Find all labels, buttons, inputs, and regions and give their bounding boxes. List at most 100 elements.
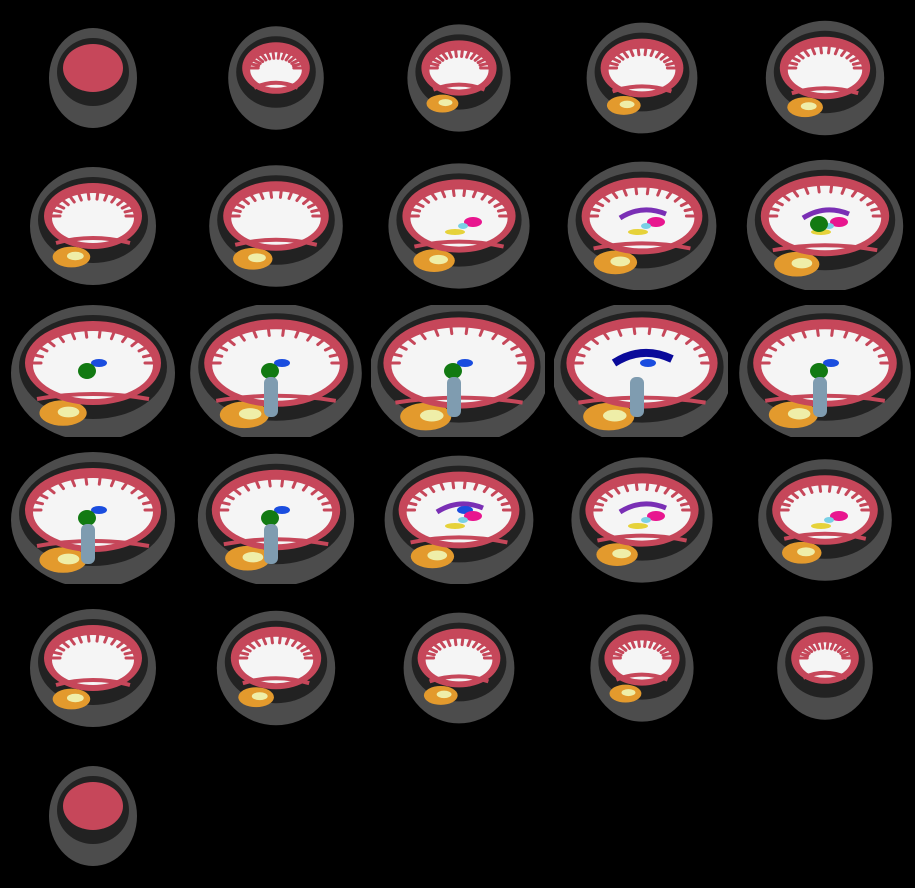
sulcus (424, 480, 436, 494)
sulcus (815, 321, 820, 337)
temporal-sulcus (428, 674, 490, 684)
sulcus (123, 649, 140, 656)
sulcus (620, 182, 628, 197)
temporal-sulcus (413, 239, 505, 249)
sulcus (859, 190, 873, 202)
cerebellum-white-matter (797, 547, 815, 557)
sulcus (213, 343, 229, 352)
cerebellum-white-matter (791, 258, 813, 269)
thalamus (444, 363, 462, 379)
slice-image (11, 305, 175, 437)
sulcus (603, 60, 619, 67)
temporal-sulcus (791, 86, 859, 96)
sulcus (302, 649, 319, 656)
cerebellum-white-matter (621, 689, 636, 697)
temporal-sulcus (432, 82, 486, 92)
sulcus (833, 41, 842, 56)
temporal-sulcus (615, 672, 669, 682)
mri-slice (554, 10, 728, 142)
sulcus (606, 650, 623, 657)
sulcus (851, 488, 864, 500)
sulcus (416, 327, 427, 341)
sulcus (654, 45, 666, 59)
sulcus (570, 351, 586, 358)
sulcus (865, 335, 878, 347)
sulcus (33, 343, 49, 353)
sulcus (769, 197, 784, 207)
brainstem (264, 377, 278, 417)
sulcus (269, 629, 274, 645)
lateral-ventricle (823, 359, 839, 367)
mri-slice (188, 10, 362, 142)
thalamus (810, 363, 828, 379)
putamen (464, 217, 482, 227)
sulcus (462, 474, 468, 490)
sulcus (300, 643, 315, 653)
sulcus (866, 197, 881, 207)
sulcus (237, 194, 250, 206)
sulcus (808, 41, 817, 56)
sulcus (476, 639, 490, 651)
temporal-sulcus (55, 236, 131, 245)
cerebellum-white-matter (619, 100, 635, 109)
sulcus (103, 187, 111, 202)
sulcus (323, 343, 339, 352)
sulcus (855, 328, 866, 342)
sulcus (659, 49, 673, 61)
sulcus (284, 631, 293, 646)
sulcus (614, 640, 628, 652)
sulcus (110, 190, 121, 204)
sulcus (317, 491, 332, 501)
sulcus (307, 200, 322, 209)
sulcus (121, 477, 132, 491)
sulcus (502, 333, 515, 345)
sulcus (659, 645, 675, 655)
sulcus (414, 485, 428, 497)
cerebellum-white-matter (787, 408, 811, 420)
sulcus (242, 638, 256, 650)
sulcus (859, 501, 875, 508)
sulcus (50, 643, 66, 652)
sulcus (65, 632, 76, 646)
brainstem (447, 377, 461, 417)
temporal-sulcus (253, 80, 299, 90)
mri-slice (554, 305, 728, 437)
sulcus (795, 483, 806, 497)
brainstem (630, 377, 644, 417)
white-matter (425, 638, 493, 682)
lateral-ventricle (457, 359, 473, 367)
putamen (830, 217, 848, 227)
sulcus (851, 59, 868, 66)
sulcus (685, 333, 698, 345)
sulcus (645, 180, 651, 196)
sulcus (829, 178, 834, 194)
caudate (801, 207, 850, 221)
cerebellum-white-matter (57, 406, 80, 418)
sulcus (698, 351, 714, 358)
slice-image (758, 459, 892, 581)
caudate (618, 207, 667, 221)
temporal-sulcus (593, 241, 691, 251)
sulcus (130, 336, 144, 348)
sulcus (479, 644, 495, 654)
sulcus (452, 631, 458, 647)
slice-image (746, 159, 904, 290)
sulcus (793, 651, 810, 658)
sulcus (247, 56, 262, 65)
mri-slice (371, 305, 545, 437)
sulcus (656, 182, 664, 197)
sulcus (116, 637, 129, 649)
temporal-sulcus (802, 670, 848, 680)
lateral-ventricle (274, 506, 290, 514)
sulcus (33, 490, 49, 500)
slice-image (228, 26, 324, 130)
slice-image (777, 616, 873, 720)
sulcus (791, 48, 805, 60)
sulcus (54, 477, 65, 491)
sulcus (95, 627, 101, 643)
cerebellum-white-matter (429, 254, 448, 265)
mri-slice (737, 10, 911, 142)
slice-image (190, 305, 362, 437)
sulcus (445, 44, 453, 59)
sulcus (137, 490, 153, 500)
